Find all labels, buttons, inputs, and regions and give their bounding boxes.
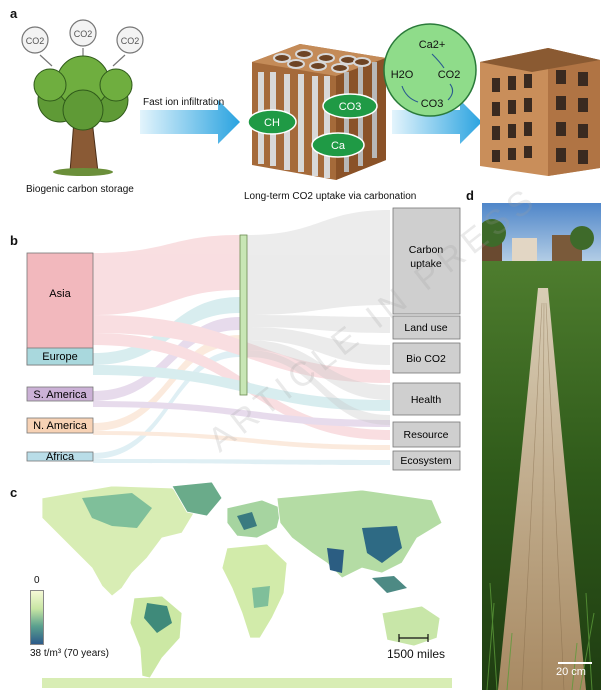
oval-co3: CO3 [322,93,378,119]
co2-bubble-1-text: CO2 [26,36,45,46]
source-label-asia: Asia [49,288,71,300]
oval-ca-text: Ca [331,140,346,152]
panel-a-illustration: CO2 CO2 CO2 [21,19,600,180]
plank-scale-bar [558,662,592,664]
source-node-asia: Asia [26,252,94,366]
map-amazon-highlight [144,603,172,633]
blue-arrow-1 [140,100,240,144]
plank-scale-label: 20 cm [556,666,586,678]
panel-label-c: c [10,485,18,500]
panel-label-b: b [10,233,18,248]
map-antarctica [42,678,452,688]
circle-label-ca: Ca2+ [419,39,446,51]
sankey-diagram: Asia Europe S. America N. America Africa… [26,207,461,471]
tree-icon [33,55,133,176]
oval-ch-text: CH [264,117,280,129]
source-label-africa: Africa [46,451,75,463]
colorbar [30,590,44,645]
colorbar-max-label: 38 t/m³ (70 years) [30,648,109,659]
circle-label-co2: CO2 [438,69,461,81]
source-node-africa: Africa [26,451,94,463]
map-africa-highlight [252,586,270,608]
target-label-land-use: Land use [404,322,447,334]
plank-photo [482,203,601,690]
source-label-n-america: N. America [33,420,88,432]
source-node-europe: Europe [26,347,94,366]
target-node-resource: Resource [392,421,461,448]
building-icon [480,48,600,176]
co2-bubble-2-text: CO2 [74,29,93,39]
sankey-flows-right [247,210,390,425]
source-node-s-america: S. America [26,386,94,402]
circle-label-co3: CO3 [421,98,444,110]
colorbar-min-label: 0 [34,575,40,586]
map-se-asia [372,576,407,593]
map-scale-bar [398,634,429,642]
target-node-bio-co2: Bio CO2 [392,342,461,374]
panel-label-d: d [466,188,474,203]
target-label-health: Health [411,394,442,406]
source-label-s-america: S. America [33,389,87,401]
co2-bubble-1: CO2 [21,26,49,54]
target-label-resource: Resource [404,429,449,441]
map-greenland [171,481,223,517]
map-canada-highlight [82,493,152,528]
carbonation-circle: Ca2+ H2O CO2 CO3 [383,23,477,117]
map-europe-highlight [237,512,257,530]
source-node-n-america: N. America [26,417,94,434]
oval-co3-text: CO3 [339,101,362,113]
target-label-ecosystem: Ecosystem [400,455,452,467]
map-india-highlight [327,548,344,573]
map-australia [381,605,441,647]
map-china-highlight [362,526,402,563]
target-node-land-use: Land use [392,315,461,340]
world-map [41,481,452,688]
target-label-bio-co2: Bio CO2 [406,353,446,365]
circle-label-h2o: H2O [391,69,414,81]
co2-bubble-3-text: CO2 [121,36,140,46]
panel-label-a: a [10,6,18,21]
caption-carbonation: Long-term CO2 uptake via carbonation [244,191,417,202]
target-node-health: Health [392,382,461,416]
map-scale-label: 1500 miles [387,647,446,661]
co2-bubble-2: CO2 [69,19,97,47]
co2-bubble-3: CO2 [116,26,144,54]
oval-ch: CH [247,109,297,135]
sankey-middle-bar [239,234,248,396]
oval-ca: Ca [311,132,365,158]
plank-photo-svg [482,203,601,690]
source-label-europe: Europe [42,351,77,363]
arrow-label: Fast ion infiltration [143,97,225,108]
target-node-ecosystem: Ecosystem [392,450,461,471]
caption-biogenic: Biogenic carbon storage [26,184,134,195]
map-asia [276,489,443,579]
